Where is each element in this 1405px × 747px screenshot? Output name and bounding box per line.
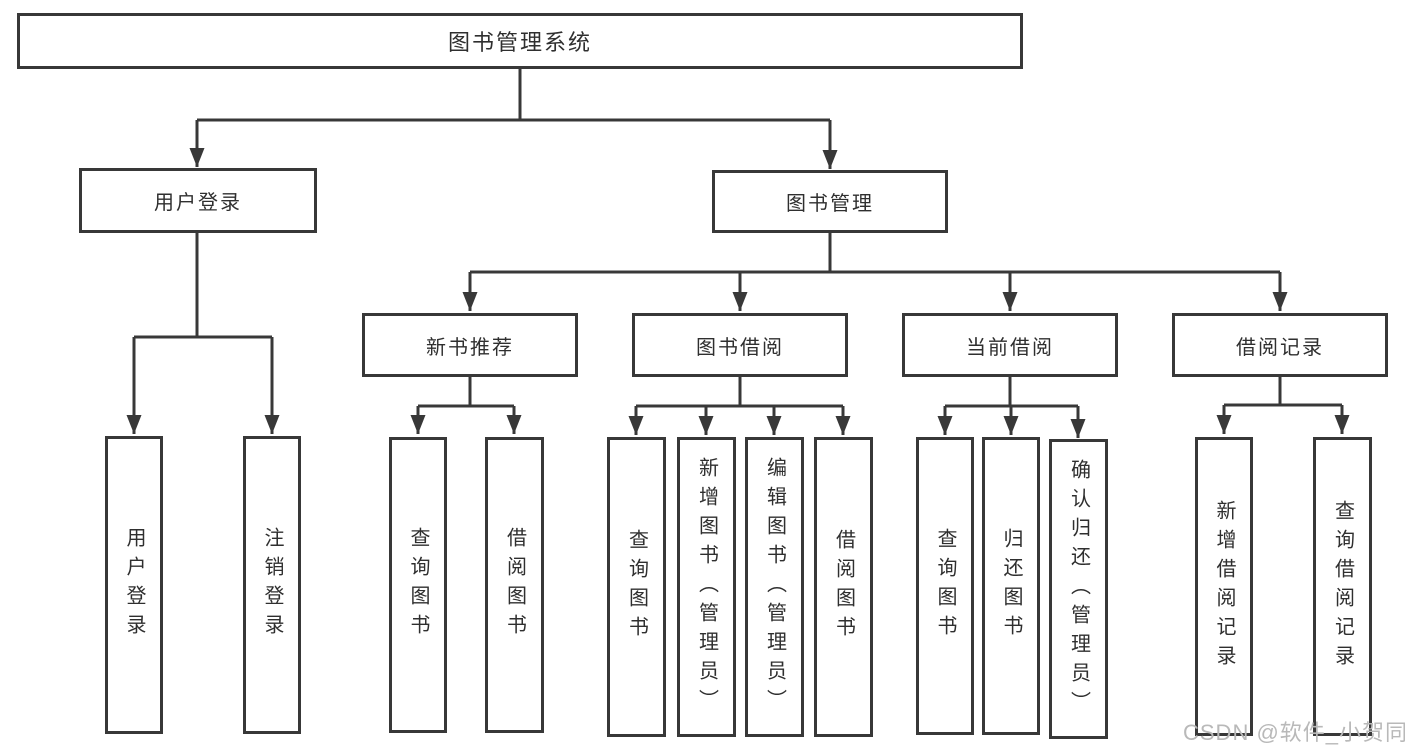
- node-label: 新书推荐: [426, 336, 514, 359]
- node-label: 图书管理系统: [447, 30, 592, 55]
- node-user-login: 用户登录: [105, 436, 163, 734]
- node-current-borrowing: 当前借阅: [902, 313, 1118, 377]
- node-query-books-2: 查询图书: [607, 437, 666, 737]
- node-label: 新增图书（管理员）: [695, 456, 718, 718]
- node-return-books: 归还图书: [982, 437, 1040, 735]
- node-label: 查询图书: [625, 529, 648, 645]
- node-label: 新增借阅记录: [1213, 499, 1235, 674]
- node-label: 借阅图书: [503, 527, 526, 643]
- node-borrowing-records: 借阅记录: [1172, 313, 1388, 377]
- node-label: 注销登录: [261, 527, 283, 643]
- node-label: 归还图书: [1000, 528, 1022, 644]
- node-new-book-recommend: 新书推荐: [362, 313, 578, 377]
- node-label: 图书借阅: [696, 336, 784, 359]
- node-logout: 注销登录: [243, 436, 301, 734]
- csdn-watermark: CSDN @软件_小贺同学: [1183, 720, 1405, 745]
- node-add-borrow-record: 新增借阅记录: [1195, 437, 1253, 736]
- node-confirm-return-admin: 确认归还（管理员）: [1049, 439, 1108, 739]
- node-borrow-books-1: 借阅图书: [485, 437, 544, 733]
- node-label: 图书管理: [786, 193, 874, 215]
- node-library-management-system: 图书管理系统: [17, 13, 1023, 69]
- node-user-login-group: 用户登录: [79, 168, 317, 233]
- node-label: 查询借阅记录: [1331, 499, 1354, 674]
- node-query-books-3: 查询图书: [916, 437, 974, 735]
- node-label: 借阅图书: [832, 529, 855, 645]
- node-label: 用户登录: [154, 192, 242, 214]
- node-query-borrow-record: 查询借阅记录: [1313, 437, 1372, 736]
- node-label: 查询图书: [407, 527, 429, 643]
- node-label: 借阅记录: [1236, 336, 1324, 359]
- node-label: 当前借阅: [966, 336, 1054, 359]
- node-label: 用户登录: [123, 527, 145, 643]
- node-label: 查询图书: [934, 528, 956, 644]
- node-borrow-books-2: 借阅图书: [814, 437, 873, 737]
- node-book-management: 图书管理: [712, 170, 948, 233]
- node-add-book-admin: 新增图书（管理员）: [677, 437, 736, 737]
- node-label: 编辑图书（管理员）: [763, 456, 786, 718]
- node-book-borrowing: 图书借阅: [632, 313, 848, 377]
- node-label: 确认归还（管理员）: [1067, 458, 1090, 720]
- node-edit-book-admin: 编辑图书（管理员）: [745, 437, 804, 737]
- node-query-books-1: 查询图书: [389, 437, 447, 733]
